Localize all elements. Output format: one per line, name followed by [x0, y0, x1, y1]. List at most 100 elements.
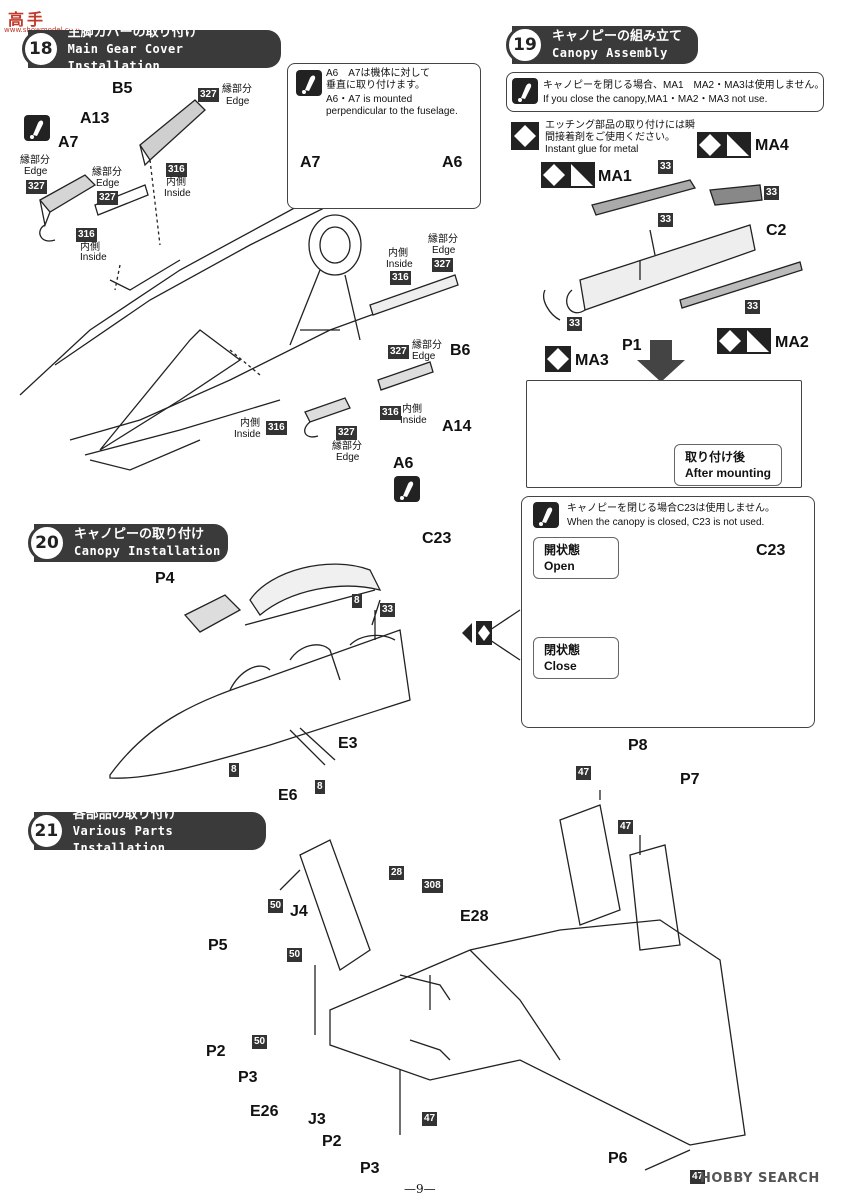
step-19-note-jp: キャノピーを閉じる場合、MA1 MA2・MA3は使用しません。: [543, 80, 825, 91]
edge-label-en: Edge: [336, 452, 360, 463]
step-21-title-en: Various Parts Installation: [72, 823, 174, 855]
label-p3-lower: P3: [360, 1160, 380, 1177]
open-state-en: Open: [544, 559, 575, 573]
label-ma2: MA2: [775, 334, 809, 351]
page-number: —9—: [404, 1182, 436, 1196]
edge-label-en: Edge: [226, 96, 250, 107]
step-18-note-jp2: 垂直に取り付けます。: [326, 80, 425, 91]
label-j4: J4: [290, 903, 308, 920]
label-a13: A13: [80, 110, 110, 127]
label-a7-inset: A7: [300, 154, 321, 171]
label-ma1: MA1: [598, 168, 632, 185]
inside-label-jp: 内側: [388, 248, 408, 259]
color-code-308: 308: [422, 879, 443, 893]
step-21-header: 21 各部品の取り付け Various Parts Installation: [28, 807, 266, 855]
step-18-note-en1: A6・A7 is mounted: [326, 94, 413, 105]
color-code-33: 33: [764, 186, 780, 200]
step-19-header: 19 キャノピーの組み立て Canopy Assembly: [506, 26, 698, 64]
color-code-8: 8: [229, 763, 239, 777]
color-code-327: 327: [388, 345, 409, 359]
color-code-33: 33: [567, 317, 583, 331]
open-state-jp: 開状態: [544, 543, 581, 557]
label-p5: P5: [208, 937, 228, 954]
color-code-33: 33: [745, 300, 761, 314]
step-20-title-jp: キャノピーの取り付け: [74, 527, 205, 542]
step-21-title-jp: 各部品の取り付け: [72, 806, 177, 822]
inside-label-jp: 内側: [166, 177, 186, 188]
watermark-logo-top: 高手: [8, 6, 46, 30]
inside-label-en: Inside: [400, 415, 427, 426]
glue-caution-icon: [24, 115, 50, 141]
step-18-note-en2: perpendicular to the fuselage.: [326, 106, 458, 117]
color-code-316: 316: [390, 271, 411, 285]
color-code-8: 8: [352, 594, 362, 608]
edge-label-jp: 縁部分: [20, 155, 50, 166]
color-code-47: 47: [422, 1112, 438, 1126]
edge-label-en: Edge: [24, 166, 48, 177]
label-p1: P1: [622, 337, 642, 354]
color-code-316: 316: [266, 421, 287, 435]
inside-label-jp: 内側: [80, 242, 100, 253]
etching-parts-icon: [717, 328, 771, 354]
inside-label-en: Inside: [234, 429, 261, 440]
glue-caution-icon: [394, 476, 420, 502]
edge-label-en: Edge: [432, 245, 456, 256]
etching-parts-icon: [697, 132, 751, 158]
edge-label-jp: 縁部分: [92, 167, 122, 178]
label-a6: A6: [393, 455, 414, 472]
after-mounting-label: 取り付け後 After mounting: [674, 444, 782, 486]
label-p2-lower: P2: [322, 1133, 342, 1150]
color-code-50: 50: [252, 1035, 268, 1049]
color-code-47: 47: [618, 820, 634, 834]
glue-caution-icon: [512, 78, 538, 104]
label-p3: P3: [238, 1069, 258, 1086]
label-e6: E6: [278, 787, 298, 804]
step-18-title-jp: 主脚カバーの取り付け: [67, 24, 198, 40]
etching-parts-icon: [541, 162, 595, 188]
step-18-title-en: Main Gear Cover Installation: [67, 41, 184, 73]
label-e28: E28: [460, 908, 489, 925]
inside-label-jp: 内側: [402, 404, 422, 415]
color-code-327: 327: [97, 191, 118, 205]
label-p4: P4: [155, 570, 175, 587]
step-18-header: 18 主脚カバーの取り付け Main Gear Cover Installati…: [22, 25, 281, 73]
label-p7: P7: [680, 771, 700, 788]
edge-label-jp: 縁部分: [428, 234, 458, 245]
step-20-note-en: When the canopy is closed, C23 is not us…: [567, 517, 765, 528]
close-state-label: 閉状態 Close: [533, 637, 619, 679]
color-code-33: 33: [658, 160, 674, 174]
color-code-327: 327: [432, 258, 453, 272]
after-mounting-jp: 取り付け後: [685, 450, 746, 464]
nose-outline-20: [109, 629, 411, 779]
edge-label-jp: 縁部分: [412, 340, 442, 351]
color-code-316: 316: [380, 406, 401, 420]
step-19-note-box: [506, 72, 824, 112]
label-c2: C2: [766, 222, 787, 239]
color-code-8: 8: [315, 780, 325, 794]
inside-label-en: Inside: [164, 188, 191, 199]
step-20-number: 20: [28, 524, 66, 562]
canopy-option-icon: [462, 617, 494, 649]
step-20-header: 20 キャノピーの取り付け Canopy Installation: [28, 524, 228, 562]
color-code-327: 327: [198, 88, 219, 102]
step-20-title-en: Canopy Installation: [74, 544, 221, 558]
label-p6: P6: [608, 1150, 628, 1167]
inside-label-jp: 内側: [240, 418, 260, 429]
label-p8: P8: [628, 737, 648, 754]
step-19-glue-jp2: 間接着剤をご使用ください。: [545, 132, 675, 143]
label-b6: B6: [450, 342, 471, 359]
label-a7: A7: [58, 134, 79, 151]
label-c23: C23: [422, 530, 452, 547]
watermark-logo-bottom: HOBBY SEARCH: [700, 1171, 820, 1186]
label-c23-open: C23: [756, 542, 786, 559]
step-21-number: 21: [28, 812, 65, 850]
inside-label-en: Inside: [386, 259, 413, 270]
glue-caution-icon: [296, 70, 322, 96]
color-code-47: 47: [690, 1170, 706, 1184]
label-ma4: MA4: [755, 137, 789, 154]
step-18-note-jp1: A6 A7は機体に対して: [326, 68, 431, 79]
close-state-jp: 閉状態: [544, 643, 581, 657]
label-p2: P2: [206, 1043, 226, 1060]
edge-label-en: Edge: [96, 178, 120, 189]
color-code-33: 33: [658, 213, 674, 227]
